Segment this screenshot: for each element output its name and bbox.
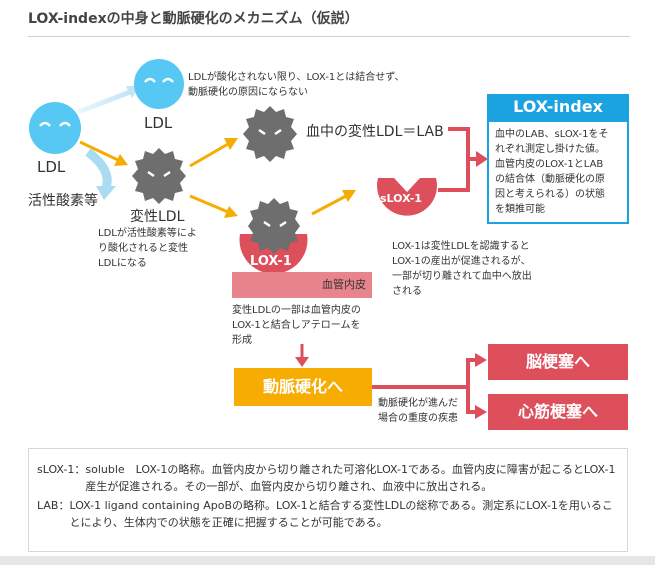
endothelium-note-line: 形成	[232, 335, 252, 346]
bound-virus-icon	[248, 198, 300, 254]
lox1-label: LOX-1	[250, 254, 292, 269]
oxldl-note: LDLが活性酸素等によ り酸化されると変性 LDLになる	[98, 226, 224, 271]
arteriosclerosis-box: 動脈硬化へ	[234, 368, 372, 406]
endothelium-area: 血管内皮 LOX-1	[232, 254, 372, 298]
title-divider	[28, 36, 630, 37]
slox1-note-line: される	[392, 286, 422, 297]
endothelium-label: 血管内皮	[322, 278, 366, 291]
yellow-arrow-lox1-to-slox	[311, 190, 356, 216]
slox1-note-line: LOX-1は変性LDLを認識すると	[392, 241, 530, 252]
red-bracket-to-lox-index	[438, 127, 488, 192]
red-arrow-to-arteriosclerosis	[295, 344, 309, 367]
slox1-note-line: LOX-1の産出が促進されるが、	[392, 256, 531, 267]
lox-index-line: 因と考えられる）の状態	[495, 189, 605, 200]
lox1-receptor-icon	[239, 234, 308, 274]
footnote-row-slox: sLOX-1： soluble LOX-1の略称。血管内皮から切り離された可溶化…	[37, 461, 619, 495]
endothelium-note-line: LOX-1と結合しアテロームを	[232, 320, 361, 331]
footnote-text: soluble LOX-1の略称。血管内皮から切り離された可溶化LOX-1である…	[85, 463, 616, 493]
footnote-box: sLOX-1： soluble LOX-1の略称。血管内皮から切り離された可溶化…	[28, 448, 628, 552]
oxldl-note-line: LDLになる	[98, 258, 147, 269]
lox-index-line: 血管内皮のLOX-1とLAB	[495, 159, 604, 170]
slox1-note: LOX-1は変性LDLを認識すると LOX-1の産出が促進されるが、 一部が切り…	[392, 239, 572, 299]
bottom-band	[0, 556, 655, 565]
ldl-note-line: 動脈硬化の原因にならない	[188, 87, 308, 98]
lox-index-line: れぞれ測定し掛けた値。	[495, 144, 605, 155]
lox-index-line: 血中のLAB、sLOX-1をそ	[495, 129, 609, 140]
ldl-top-label: LDL	[144, 114, 173, 132]
endothelium-note: 変性LDLの一部は血管内皮の LOX-1と結合しアテロームを 形成	[232, 303, 382, 348]
oxidants-label: 活性酸素等	[28, 193, 98, 209]
slox1-icon	[377, 178, 437, 216]
lox-index-body: 血中のLAB、sLOX-1をそ れぞれ測定し掛けた値。 血管内皮のLOX-1とL…	[487, 120, 629, 224]
ldl-top-face-icon	[134, 59, 184, 109]
endothelium-band: 血管内皮	[232, 272, 372, 298]
oxldl-note-line: り酸化されると変性	[98, 243, 188, 254]
oxldl-note-line: LDLが活性酸素等によ	[98, 228, 197, 239]
ldl-label: LDL	[37, 158, 66, 176]
ldl-note: LDLが酸化されない限り、LOX-1とは結合せず、 動脈硬化の原因にならない	[188, 70, 448, 100]
lox-index-line: を類推可能	[495, 204, 545, 215]
mi-box: 心筋梗塞へ	[488, 394, 628, 430]
slox1-label: sLOX-1	[380, 192, 422, 205]
footnote-key: sLOX-1：	[37, 463, 86, 476]
footnote-key: LAB：	[37, 499, 70, 512]
light-arrow-ldl-to-ldl	[77, 86, 140, 115]
yellow-arrow-ldl-to-oxldl	[79, 140, 128, 166]
lox-index-title: LOX-index	[487, 94, 629, 120]
lox-index-line: の結合体（動脈硬化の原	[495, 174, 605, 185]
endothelium-note-line: 変性LDLの一部は血管内皮の	[232, 305, 361, 316]
yellow-arrow-oxldl-to-lox1	[189, 194, 238, 218]
oxldl-label: 変性LDL	[130, 209, 185, 225]
ldl-face-icon	[29, 102, 81, 154]
footnote-text: LOX-1 ligand containing ApoBの略称。LOX-1と結合…	[69, 499, 613, 529]
ldl-note-line: LDLが酸化されない限り、LOX-1とは結合せず、	[188, 72, 405, 83]
oxldl-virus-icon	[132, 148, 186, 204]
red-bracket-to-outcomes	[372, 353, 487, 419]
severity-note-line: 動脈硬化が進んだ	[378, 398, 458, 409]
yellow-arrow-oxldl-to-lab	[189, 138, 238, 168]
footnote-row-lab: LAB： LOX-1 ligand containing ApoBの略称。LOX…	[37, 497, 619, 531]
page-title: LOX-indexの中身と動脈硬化のメカニズム（仮説）	[28, 11, 359, 27]
curved-oxidant-arrow	[85, 148, 116, 200]
lox-index-box: LOX-index 血中のLAB、sLOX-1をそ れぞれ測定し掛けた値。 血管…	[487, 94, 629, 224]
lab-virus-icon	[243, 106, 297, 162]
lab-label: 血中の変性LDL＝LAB	[306, 124, 444, 140]
stroke-box: 脳梗塞へ	[488, 344, 628, 380]
severity-note-line: 場合の重度の疾患	[378, 413, 458, 424]
slox1-note-line: 一部が切り離されて血中へ放出	[392, 271, 532, 282]
severity-note: 動脈硬化が進んだ 場合の重度の疾患	[378, 396, 478, 426]
